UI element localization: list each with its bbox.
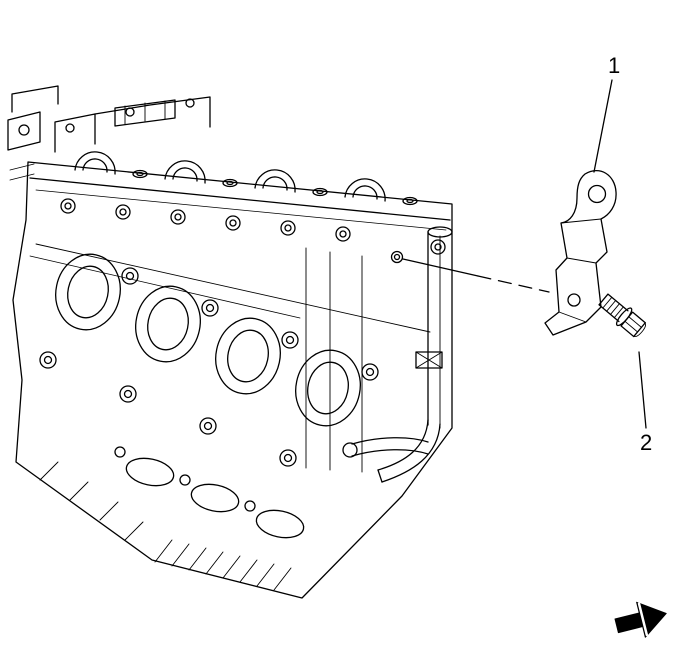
section-hatching — [39, 461, 292, 591]
bolt-part-drawing — [598, 293, 646, 338]
callout-label-2: 2 — [640, 430, 653, 455]
bracket-part-drawing — [544, 169, 617, 336]
callout-2-leader-line — [638, 351, 647, 429]
forward-direction-arrow-icon — [614, 601, 667, 638]
alignment-dashed-line — [402, 258, 550, 293]
callout-label-1: 1 — [608, 53, 621, 78]
cylinder-head-drawing — [7, 85, 453, 599]
callout-1-leader-line — [593, 79, 613, 173]
